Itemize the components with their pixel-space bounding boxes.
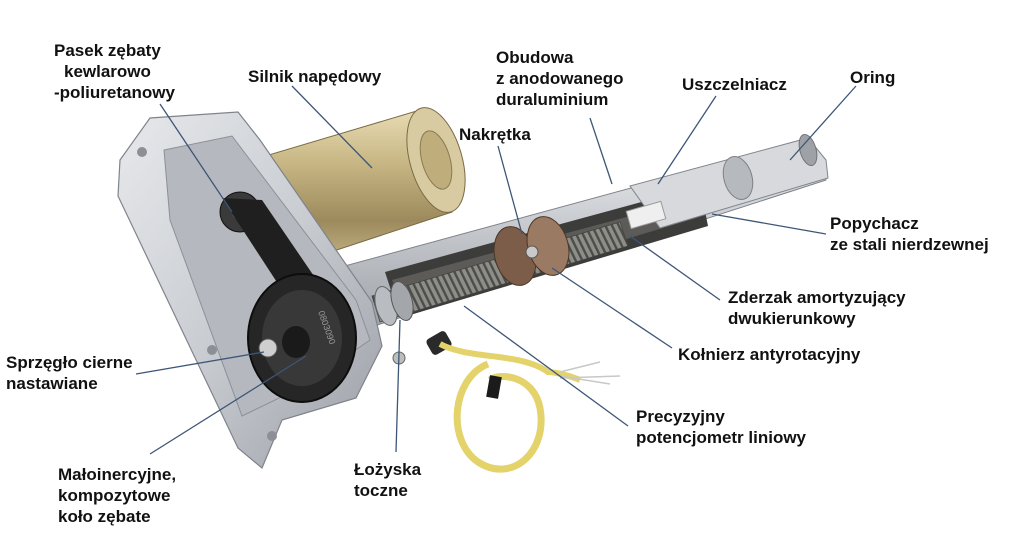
label-pusher: Popychacz ze stali nierdzewnej xyxy=(830,213,989,255)
leader-gear xyxy=(149,355,307,455)
label-antirot: Kołnierz antyrotacyjny xyxy=(678,344,860,365)
label-damper-line1: Zderzak amortyzujący xyxy=(728,288,906,307)
label-damper-line2: dwukierunkowy xyxy=(728,309,856,328)
label-clutch: Sprzęgło cierne nastawiane xyxy=(6,352,133,394)
label-pusher-line2: ze stali nierdzewnej xyxy=(830,235,989,254)
label-pot-line1: Precyzyjny xyxy=(636,407,725,426)
label-housing: Obudowa z anodowanego duraluminium xyxy=(496,47,624,110)
label-bearing-line2: toczne xyxy=(354,481,408,500)
label-seal-line1: Uszczelniacz xyxy=(682,75,787,94)
leader-bearing xyxy=(395,319,401,453)
leader-oring xyxy=(789,85,857,161)
bronze-nut xyxy=(493,216,570,286)
label-antirot-line1: Kołnierz antyrotacyjny xyxy=(678,345,861,364)
label-seal: Uszczelniacz xyxy=(682,74,787,95)
leader-lines xyxy=(135,85,857,455)
label-motor: Silnik napędowy xyxy=(248,66,381,87)
pusher-rod xyxy=(625,133,829,230)
label-belt-line3: -poliuretanowy xyxy=(54,83,175,102)
leader-antirot xyxy=(551,267,673,349)
label-housing-line2: z anodowanego xyxy=(496,69,624,88)
label-housing-line3: duraluminium xyxy=(496,90,609,109)
label-belt-line2: kewlarowo xyxy=(64,62,151,81)
leader-nut xyxy=(497,145,523,235)
composite-gear: 0803090 xyxy=(247,273,357,403)
leader-motor xyxy=(291,85,373,169)
wire-cable-illustration xyxy=(426,331,621,473)
label-gear-line1: Małoinercyjne, xyxy=(58,465,177,484)
label-clutch-line2: nastawiane xyxy=(6,374,98,393)
label-nut: Nakrętka xyxy=(459,124,531,145)
label-bearing-line1: Łożyska xyxy=(354,460,422,479)
label-pot-line2: potencjometr liniowy xyxy=(636,428,807,447)
label-pot: Precyzyjny potencjometr liniowy xyxy=(636,406,806,448)
label-motor-line1: Silnik napędowy xyxy=(248,67,382,86)
label-gear: Małoinercyjne, kompozytowe koło zębate xyxy=(58,464,176,527)
label-damper: Zderzak amortyzujący dwukierunkowy xyxy=(728,287,906,329)
leader-clutch xyxy=(135,351,265,375)
rolling-bearings xyxy=(374,281,414,365)
label-housing-line1: Obudowa xyxy=(496,48,574,67)
leader-seal xyxy=(657,95,717,185)
leader-housing xyxy=(589,117,613,185)
label-oring-line1: Oring xyxy=(850,68,896,87)
label-bearing: Łożyska toczne xyxy=(354,459,421,501)
label-belt-line1: Pasek zębaty xyxy=(54,41,161,60)
leader-damper xyxy=(629,235,721,301)
label-oring: Oring xyxy=(850,67,895,88)
label-gear-line3: koło zębate xyxy=(58,507,151,526)
label-nut-line1: Nakrętka xyxy=(459,125,531,144)
label-pusher-line1: Popychacz xyxy=(830,214,919,233)
leader-pusher xyxy=(711,213,827,235)
leader-pot xyxy=(463,305,629,427)
label-belt: Pasek zębaty kewlarowo -poliuretanowy xyxy=(54,40,175,103)
label-clutch-line1: Sprzęgło cierne xyxy=(6,353,133,372)
label-gear-line2: kompozytowe xyxy=(58,486,171,505)
leader-belt xyxy=(159,103,233,213)
